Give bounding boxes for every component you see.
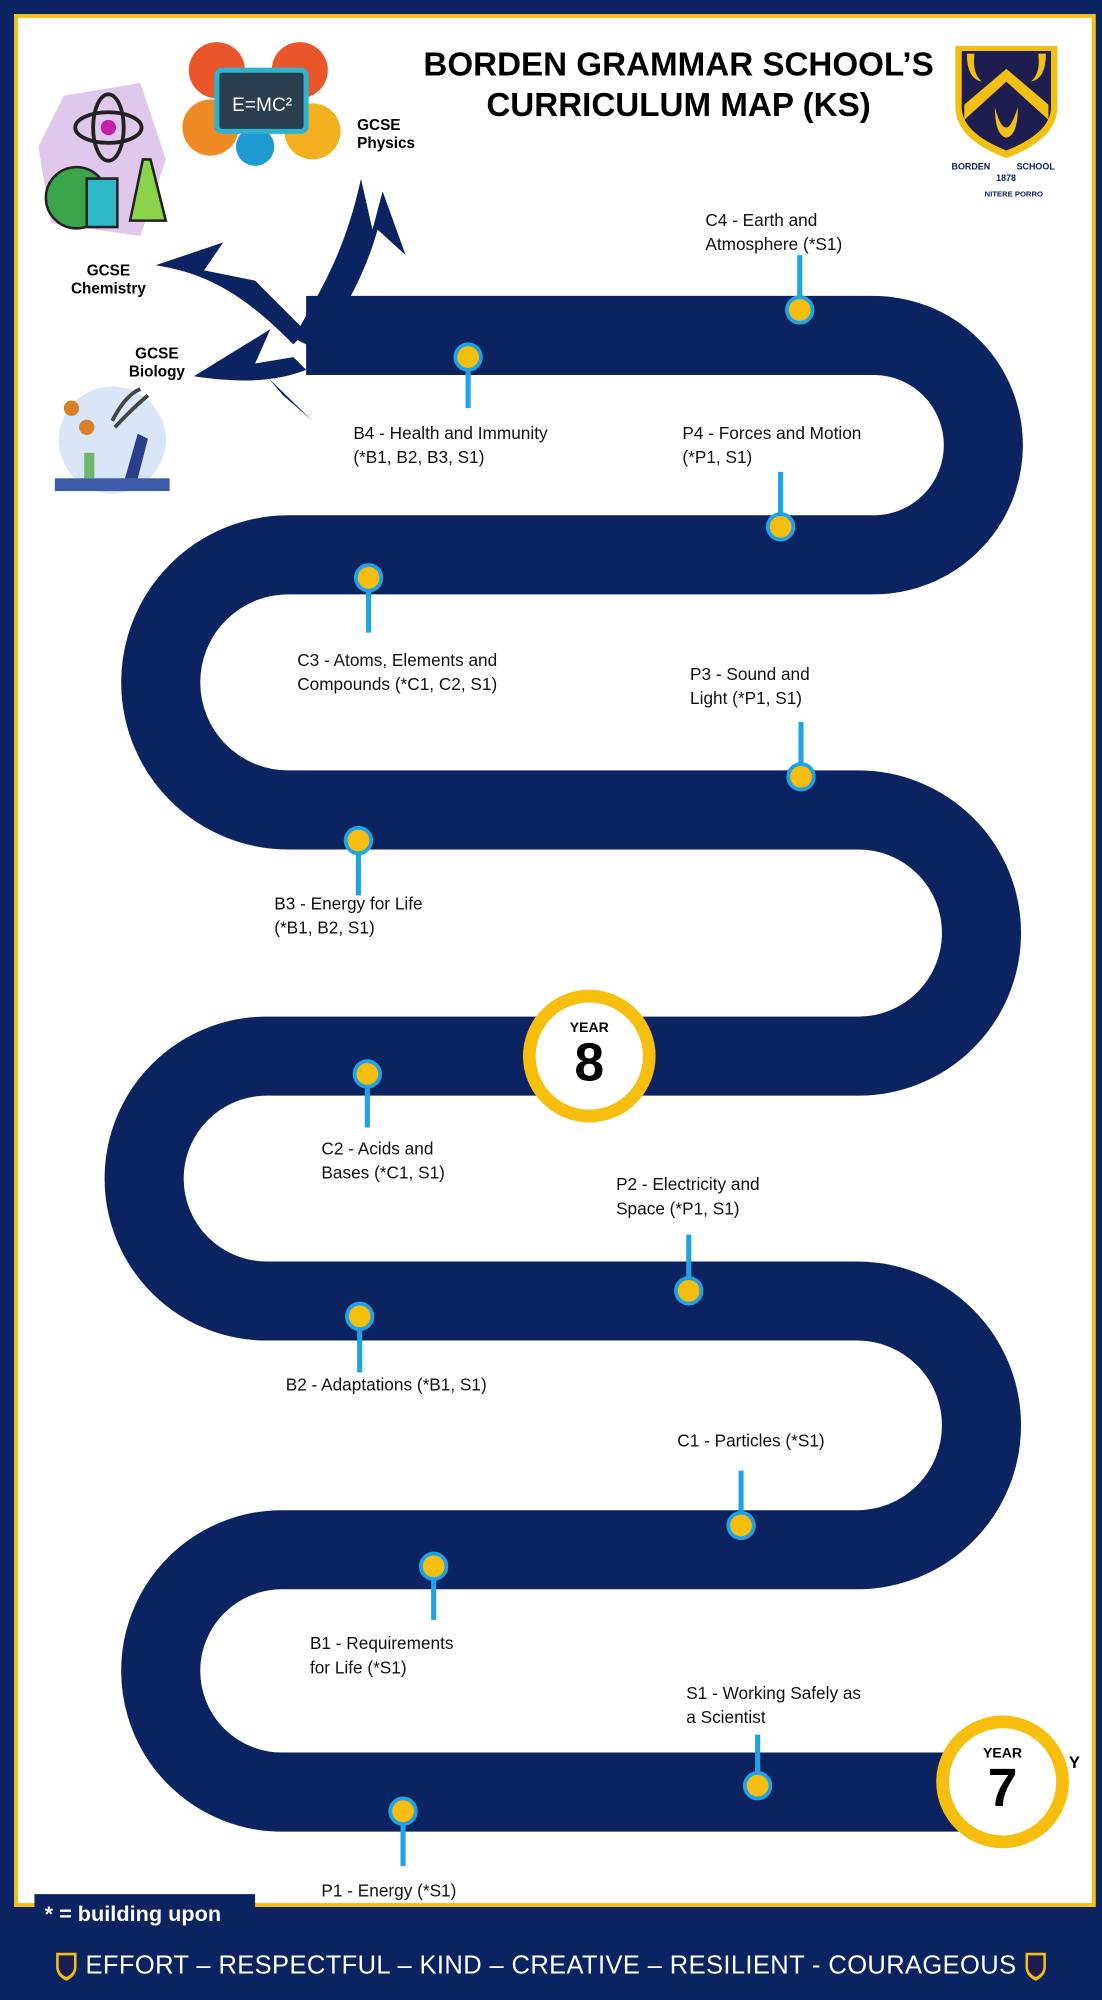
topic-label-p4: P4 - Forces and Motion (*P1, S1) bbox=[682, 421, 861, 469]
topic-label-c1: C1 - Particles (*S1) bbox=[677, 1429, 824, 1453]
topic-line1: P3 - Sound and bbox=[690, 664, 810, 684]
pin-marker bbox=[353, 563, 384, 593]
biology-illustration bbox=[54, 386, 170, 494]
gcse-branch-arrows bbox=[155, 178, 406, 421]
topic-label-s1: S1 - Working Safely as a Scientist bbox=[686, 1681, 861, 1729]
arrow-to-biology bbox=[193, 329, 313, 421]
year-8-marker: YEAR 8 bbox=[522, 989, 656, 1123]
pin-marker bbox=[388, 1796, 418, 1826]
stray-text: Y bbox=[1068, 1752, 1080, 1772]
year-7-marker: YEAR 7 bbox=[936, 1715, 1069, 1849]
topic-line1: S1 - Working Safely as bbox=[686, 1683, 862, 1703]
title-line-2: CURRICULUM MAP (KS) bbox=[486, 85, 871, 124]
pin-marker bbox=[726, 1510, 756, 1541]
logo-text-motto: NITERE PORRO bbox=[984, 191, 1043, 199]
pin-b1 bbox=[419, 1551, 449, 1620]
topic-label-p1: P1 - Energy (*S1) bbox=[321, 1879, 456, 1903]
footer-values: EFFORT – RESPECTFUL – KIND – CREATIVE – … bbox=[0, 1952, 1102, 1983]
pin-marker bbox=[674, 1276, 704, 1306]
pin-b4 bbox=[453, 342, 483, 409]
topic-line1: P2 - Electricity and bbox=[616, 1174, 760, 1194]
topic-line2: for Life (*S1) bbox=[309, 1658, 407, 1678]
road bbox=[104, 295, 1023, 1832]
logo-text-year: 1878 bbox=[996, 174, 1017, 184]
footer-text: EFFORT – RESPECTFUL – KIND – CREATIVE – … bbox=[85, 1951, 1017, 1980]
logo-text-borden: BORDEN bbox=[951, 163, 991, 173]
topic-line1: B1 - Requirements bbox=[309, 1633, 454, 1654]
school-crest-logo bbox=[955, 45, 1058, 159]
pin-marker bbox=[742, 1771, 773, 1801]
topic-line2: (*B1, B2, B3, S1) bbox=[353, 447, 485, 467]
year-8-number: 8 bbox=[574, 1031, 605, 1092]
arrow-to-physics bbox=[293, 178, 406, 351]
topic-line2: Compounds (*C1, C2, S1) bbox=[297, 674, 498, 694]
topic-line1: B2 - Adaptations (*B1, S1) bbox=[285, 1374, 487, 1395]
gcse-chemistry-label: GCSE Chemistry bbox=[70, 261, 146, 298]
physics-illustration: E=MC² bbox=[182, 42, 341, 166]
pin-c1 bbox=[726, 1470, 756, 1541]
pin-p1 bbox=[388, 1796, 418, 1867]
topic-line1: C4 - Earth and bbox=[705, 210, 818, 230]
topic-line2: Light (*P1, S1) bbox=[690, 688, 803, 708]
crest-icon bbox=[1025, 1952, 1046, 1981]
pin-p2 bbox=[674, 1234, 704, 1306]
pin-marker bbox=[419, 1551, 449, 1581]
pin-marker bbox=[343, 825, 374, 856]
topic-line1: P4 - Forces and Motion bbox=[682, 423, 862, 443]
topic-line2: a Scientist bbox=[686, 1707, 766, 1728]
topic-line1: B3 - Energy for Life bbox=[274, 894, 423, 914]
pin-marker bbox=[786, 762, 816, 792]
topic-line2: (*B1, B2, S1) bbox=[274, 918, 375, 938]
topic-line1: C1 - Particles (*S1) bbox=[677, 1431, 825, 1451]
topic-line2: Space (*P1, S1) bbox=[616, 1198, 740, 1219]
topic-label-b1: B1 - Requirements for Life (*S1) bbox=[310, 1631, 454, 1679]
year-7-label: YEAR bbox=[983, 1746, 1023, 1762]
pin-marker bbox=[453, 342, 483, 372]
gcse-biology-label: GCSE Biology bbox=[128, 344, 185, 381]
pin-p4 bbox=[765, 471, 796, 542]
logo-text-school: SCHOOL bbox=[1016, 163, 1055, 173]
pin-c3 bbox=[353, 563, 384, 633]
topic-line2: Bases (*C1, S1) bbox=[321, 1163, 445, 1183]
pin-b2 bbox=[345, 1301, 375, 1373]
pin-s1 bbox=[742, 1734, 773, 1801]
svg-text:E=MC²: E=MC² bbox=[232, 95, 292, 116]
year-8-label: YEAR bbox=[569, 1020, 609, 1036]
topic-line1: B4 - Health and Immunity bbox=[353, 423, 548, 443]
gcse-physics-label: GCSE Physics bbox=[357, 116, 416, 152]
pin-marker bbox=[765, 512, 796, 542]
topic-label-b2: B2 - Adaptations (*B1, S1) bbox=[286, 1372, 487, 1396]
arrow-to-chemistry bbox=[155, 242, 307, 345]
pin-marker bbox=[345, 1301, 375, 1331]
topic-line2: Atmosphere (*S1) bbox=[705, 234, 843, 254]
crest-icon bbox=[56, 1952, 77, 1981]
topic-line1: C3 - Atoms, Elements and bbox=[297, 650, 498, 670]
title-line-1: BORDEN GRAMMAR SCHOOL’S bbox=[423, 44, 934, 83]
pin-marker bbox=[352, 1059, 383, 1089]
pin-b3 bbox=[343, 825, 374, 896]
pin-p3 bbox=[786, 721, 816, 792]
topic-label-b3: B3 - Energy for Life (*B1, B2, S1) bbox=[274, 892, 422, 940]
topic-line1: C2 - Acids and bbox=[321, 1139, 434, 1159]
year-7-number: 7 bbox=[987, 1757, 1018, 1818]
topic-label-b4: B4 - Health and Immunity (*B1, B2, B3, S1… bbox=[353, 421, 547, 469]
pin-marker bbox=[785, 295, 815, 325]
page-title: BORDEN GRAMMAR SCHOOL’S CURRICULUM MAP (… bbox=[408, 43, 949, 125]
pin-c2 bbox=[352, 1059, 383, 1128]
topic-line2: (*P1, S1) bbox=[682, 447, 753, 467]
topic-line1: P1 - Energy (*S1) bbox=[321, 1881, 457, 1901]
legend-box: * = building upon bbox=[34, 1894, 256, 1935]
chemistry-illustration bbox=[38, 82, 168, 236]
pin-c4 bbox=[785, 255, 815, 325]
